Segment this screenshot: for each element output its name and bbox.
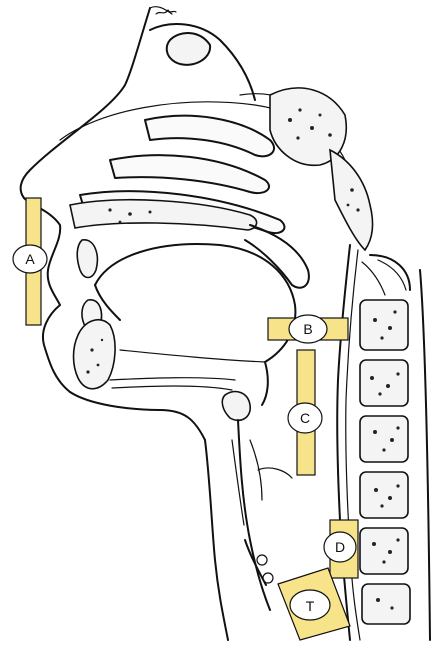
marker-b: B	[268, 315, 348, 343]
soft-palate	[245, 225, 309, 288]
label-a: A	[25, 251, 35, 267]
larynx	[222, 362, 292, 610]
skull-base-bone	[270, 88, 372, 250]
pharyngeal-wall	[337, 245, 360, 640]
cervical-spine	[360, 255, 430, 640]
label-b: B	[303, 321, 312, 337]
label-d: D	[335, 539, 345, 555]
marker-t: T	[278, 568, 350, 640]
marker-a: A	[13, 198, 47, 325]
label-t: T	[306, 598, 315, 614]
tongue	[95, 244, 295, 362]
teeth	[77, 240, 101, 332]
marker-c: C	[288, 350, 322, 475]
label-c: C	[300, 410, 310, 426]
mandible	[74, 320, 236, 390]
